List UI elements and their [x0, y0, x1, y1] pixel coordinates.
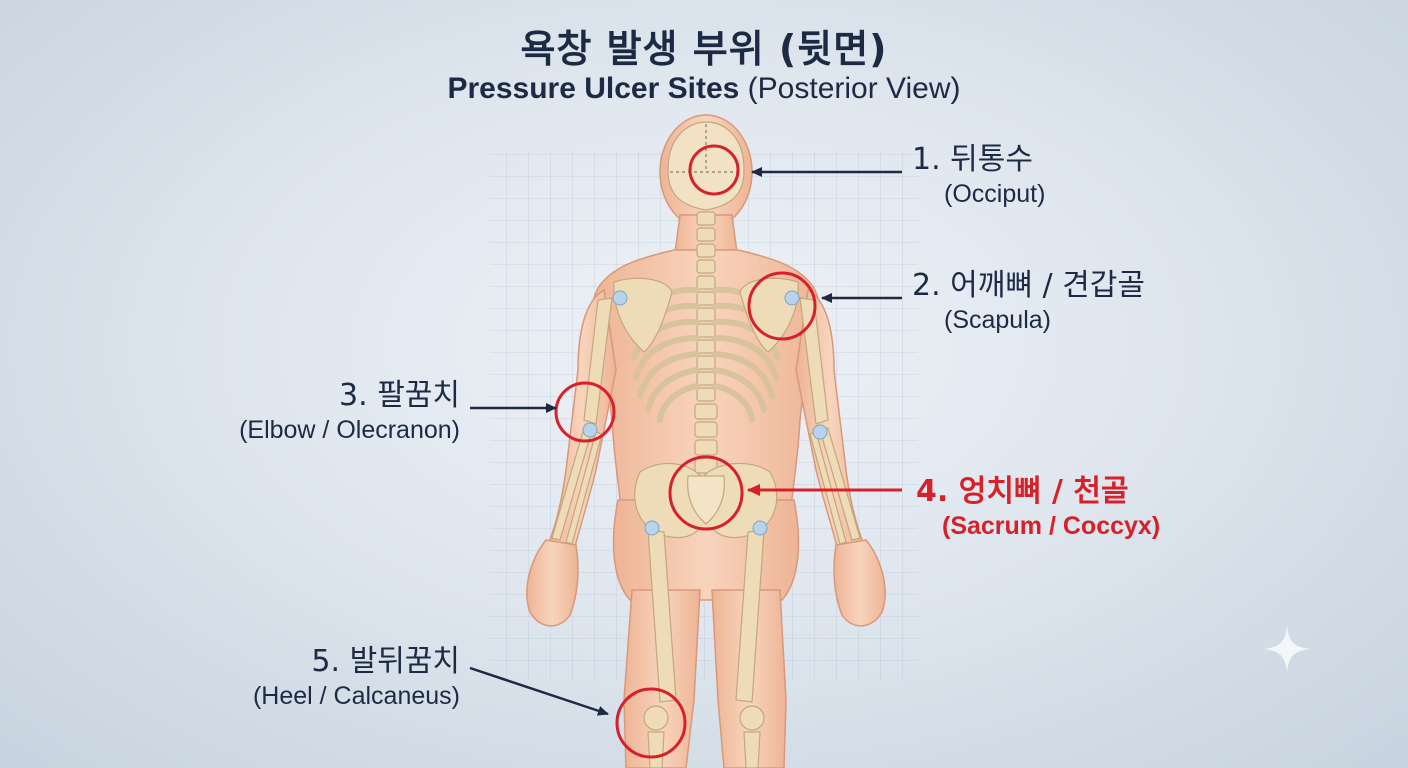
label-occiput: 1. 뒤통수 (Occiput) — [912, 142, 1045, 210]
label-scapula-number: 2. — [912, 268, 941, 303]
label-scapula: 2. 어깨뼈 / 견갑골 (Scapula) — [912, 268, 1145, 336]
label-scapula-korean-text: 어깨뼈 / 견갑골 — [950, 268, 1145, 303]
spine-vertebrae — [694, 211, 718, 474]
title-korean: 욕창 발생 부위 (뒷면) — [520, 27, 888, 71]
label-elbow-korean: 3. 팔꿈치 — [239, 378, 460, 414]
label-heel-korean-text: 발뒤꿈치 — [349, 644, 460, 679]
label-heel-korean: 5. 발뒤꿈치 — [253, 644, 460, 680]
label-scapula-korean: 2. 어깨뼈 / 견갑골 — [912, 268, 1145, 304]
scapula-left — [613, 277, 673, 353]
site-circle-scapula — [747, 271, 817, 341]
title-english-sub: (Posterior View) — [747, 72, 961, 105]
site-circle-heel — [615, 687, 687, 759]
title-english: Pressure Ulcer Sites (Posterior View) — [0, 72, 1408, 106]
label-elbow-number: 3. — [339, 378, 368, 413]
label-heel-english: (Heel / Calcaneus) — [252, 682, 460, 710]
label-occiput-number: 1. — [912, 142, 941, 177]
label-scapula-english: (Scapula) — [944, 306, 1051, 334]
label-sacrum-number: 4. — [916, 474, 949, 509]
label-elbow: 3. 팔꿈치 (Elbow / Olecranon) — [239, 378, 460, 446]
label-elbow-korean-text: 팔꿈치 — [377, 378, 460, 413]
site-circle-occiput — [688, 144, 740, 196]
label-occiput-korean-text: 뒤통수 — [950, 142, 1033, 177]
sacrum — [687, 475, 725, 525]
label-sacrum: 4. 엉치뼈 / 천골 (Sacrum / Coccyx) — [916, 474, 1160, 542]
sparkle-icon — [1264, 626, 1310, 672]
label-elbow-english: (Elbow / Olecranon) — [239, 416, 460, 444]
label-occiput-korean: 1. 뒤통수 — [912, 142, 1045, 178]
label-heel-number: 5. — [311, 644, 341, 679]
arrow-heel — [469, 666, 609, 716]
label-sacrum-korean: 4. 엉치뼈 / 천골 — [916, 474, 1160, 510]
joint-caps — [582, 290, 828, 536]
site-circle-sacrum — [668, 455, 744, 531]
label-heel: 5. 발뒤꿈치 (Heel / Calcaneus) — [253, 644, 460, 712]
label-sacrum-korean-text: 엉치뼈 / 천골 — [958, 474, 1129, 509]
label-occiput-english: (Occiput) — [944, 180, 1046, 208]
label-sacrum-english: (Sacrum / Coccyx) — [942, 512, 1161, 540]
title-english-main: Pressure Ulcer Sites — [447, 72, 740, 105]
